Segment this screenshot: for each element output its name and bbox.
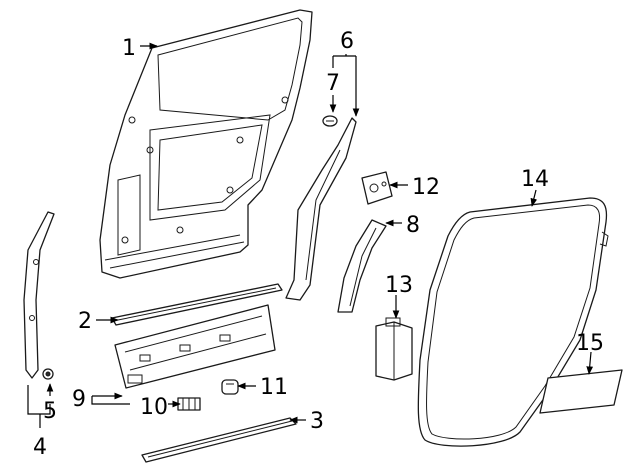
connector-part	[177, 397, 201, 411]
clip-part	[42, 368, 54, 380]
lower-molding-part	[141, 417, 297, 463]
rail-seal-part	[23, 211, 55, 379]
callout-14: 14	[521, 167, 549, 192]
callout-12: 12	[412, 175, 440, 200]
callout-1: 1	[122, 36, 136, 61]
callout-8: 8	[406, 213, 420, 238]
callout-15: 15	[576, 331, 604, 356]
fastener-part	[322, 115, 338, 127]
lock-bracket-part	[361, 171, 393, 205]
callout-4: 4	[33, 435, 47, 460]
callout-5: 5	[43, 399, 57, 424]
callout-10: 10	[140, 395, 168, 420]
callout-3: 3	[310, 409, 324, 434]
frame-molding-part	[337, 219, 387, 313]
callout-13: 13	[385, 273, 413, 298]
weatherstrip-part	[417, 197, 609, 447]
grommet-part	[221, 379, 239, 395]
callout-6: 6	[340, 29, 354, 54]
pillar-garnish-part	[285, 117, 357, 301]
trim-panel-part	[114, 304, 276, 389]
door-shell-part	[99, 9, 313, 279]
label-sheet-part	[539, 369, 623, 414]
callout-2: 2	[78, 309, 92, 334]
callout-9: 9	[72, 387, 86, 412]
callout-11: 11	[260, 375, 288, 400]
callout-7: 7	[326, 71, 340, 96]
damper-block-part	[375, 317, 413, 381]
leader-lines	[27, 42, 594, 428]
